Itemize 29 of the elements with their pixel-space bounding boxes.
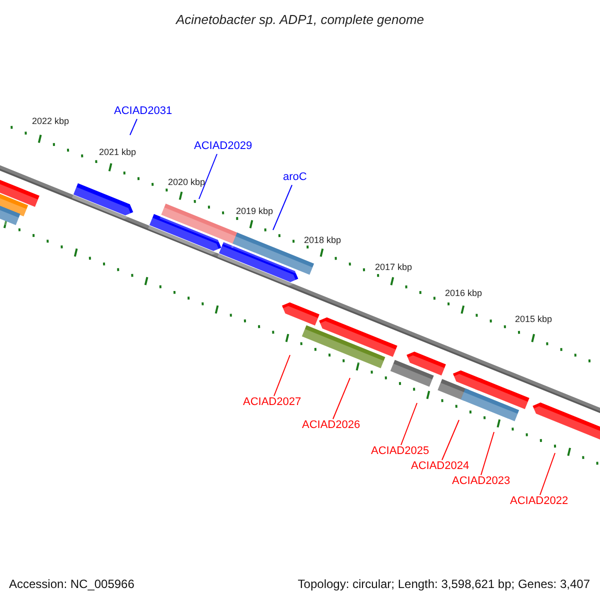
tick-label: 2020 kbp: [168, 177, 206, 187]
gene-label: ACIAD2026: [302, 419, 360, 432]
leader-line: [272, 184, 292, 230]
tick-label: 2021 kbp: [99, 147, 136, 157]
gene-label: ACIAD2025: [371, 445, 430, 458]
tick-label: 2022 kbp: [32, 116, 70, 126]
gene-label: ACIAD2024: [411, 460, 470, 473]
gene-label: ACIAD2029: [194, 140, 252, 153]
tick-label: 2019 kbp: [236, 206, 274, 216]
accession-note: Accession: NC_005966: [9, 576, 134, 593]
genome-summary: Topology: circular; Length: 3,598,621 bp; Genes: 3,407: [298, 576, 590, 593]
leader-line: [480, 432, 494, 476]
leader-line: [332, 378, 350, 420]
leader-line: [540, 452, 556, 496]
leader-line: [400, 402, 418, 446]
tick-label: 2015 kbp: [515, 314, 552, 324]
tick-label: 2016 kbp: [445, 288, 482, 298]
gene-label: ACIAD2022: [510, 495, 568, 508]
leader-line: [198, 154, 218, 200]
tick-label: 2018 kbp: [304, 235, 342, 245]
tick-label: 2017 kbp: [375, 262, 412, 272]
gene-label: ACIAD2031: [114, 105, 172, 118]
gene-label: aroC: [283, 171, 307, 184]
map-title: Acinetobacter sp. ADP1, complete genome: [174, 11, 426, 29]
gene-label: ACIAD2023: [452, 475, 510, 488]
leader-line: [130, 118, 138, 136]
leader-line: [442, 420, 460, 460]
gene-label: ACIAD2027: [243, 396, 302, 409]
leader-line: [274, 354, 290, 396]
